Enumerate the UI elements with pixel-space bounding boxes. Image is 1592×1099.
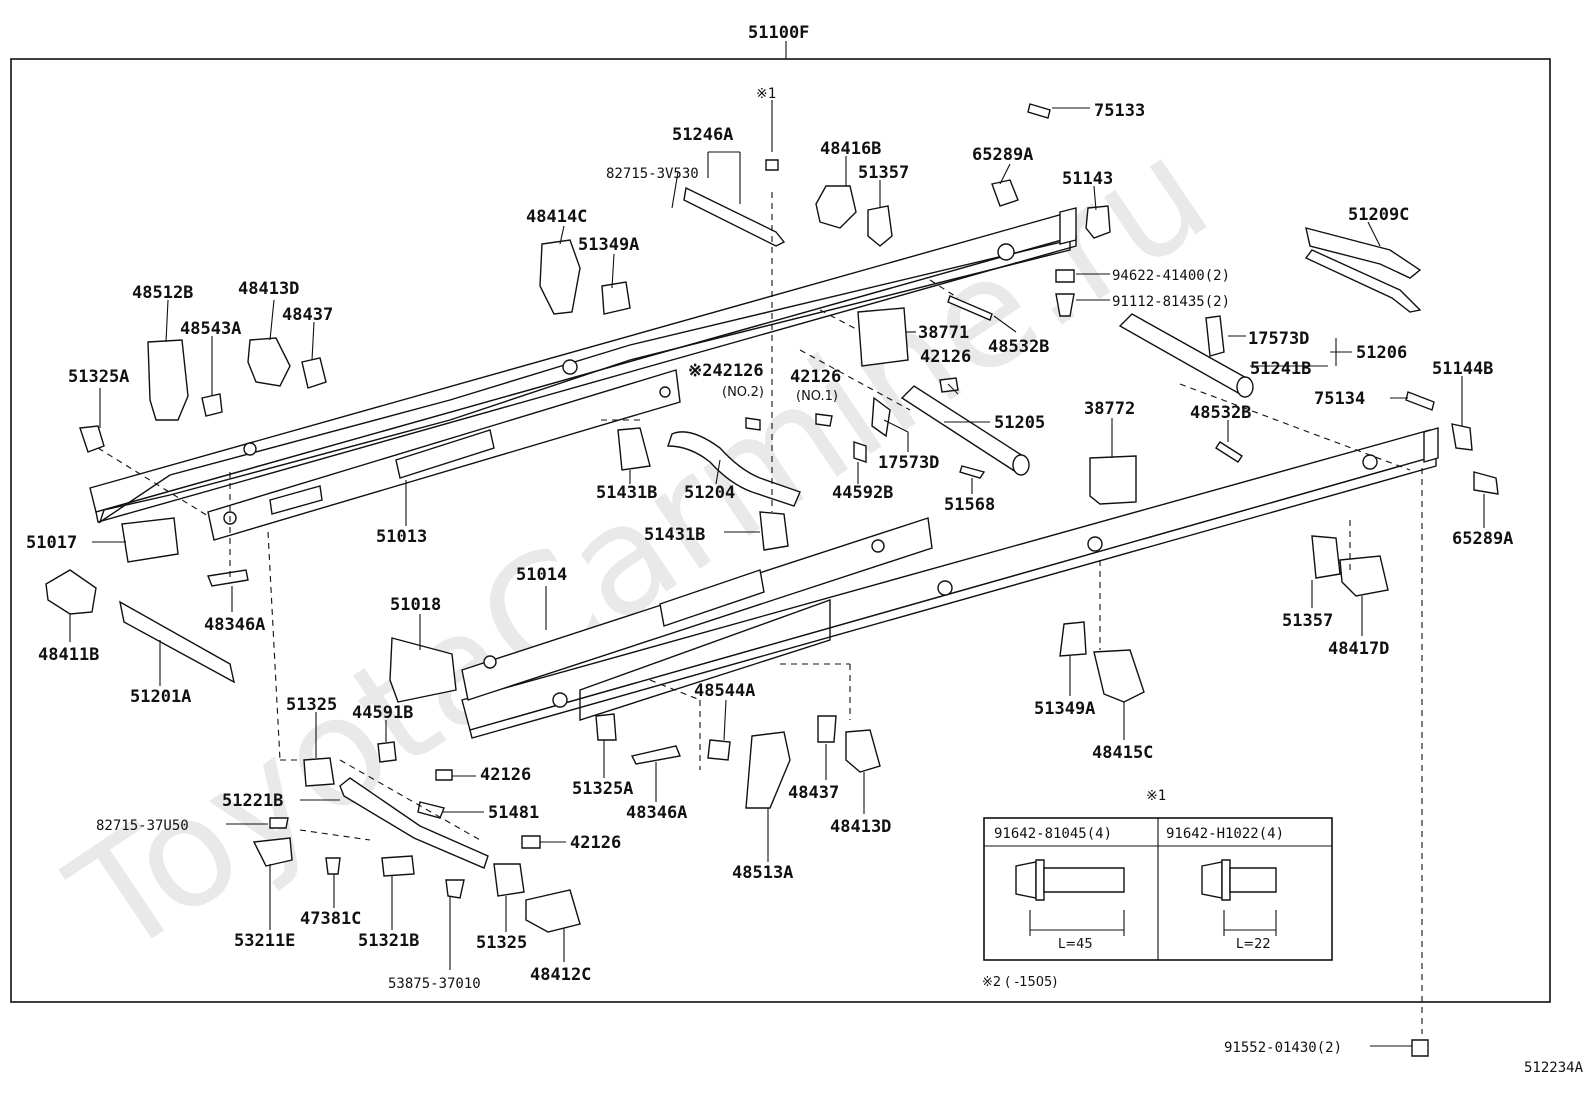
label-48437-lower: 48437 [788, 783, 839, 803]
bolt2-icon [1201, 861, 1223, 899]
tube-51221B [339, 777, 489, 869]
label-51325-upper: 51325 [286, 695, 337, 715]
footnote: ※2 ( -1505) [982, 975, 1057, 990]
label-51018: 51018 [390, 595, 441, 615]
label-51204: 51204 [684, 483, 735, 503]
label-44592B: 44592B [832, 483, 893, 503]
label-no1: (NO.1) [796, 389, 838, 404]
label-53875-37010: 53875-37010 [388, 976, 481, 992]
label-48512B: 48512B [132, 283, 193, 303]
tube-51204 [667, 431, 801, 507]
label-51205: 51205 [994, 413, 1045, 433]
bolt1-icon [1015, 861, 1037, 899]
label-91112-81435: 91112-81435(2) [1112, 294, 1230, 310]
label-51325A-lower: 51325A [572, 779, 633, 799]
label-51014: 51014 [516, 565, 567, 585]
label-48532B-top: 48532B [988, 337, 1049, 357]
label-48414C: 48414C [526, 207, 587, 227]
reinforcement-51014 [461, 517, 933, 701]
label-51221B: 51221B [222, 791, 283, 811]
label-51209C: 51209C [1348, 205, 1409, 225]
label-42126-lower2: 42126 [570, 833, 621, 853]
label-note1-top: ※1 [756, 86, 776, 102]
label-51357-top: 51357 [858, 163, 909, 183]
label-48346A-left: 48346A [204, 615, 265, 635]
label-51017: 51017 [26, 533, 77, 553]
label-44591B: 44591B [352, 703, 413, 723]
note-box-title: ※1 [1146, 788, 1166, 804]
label-42126-no2: ※242126 [688, 361, 764, 381]
label-51349A-right: 51349A [1034, 699, 1095, 719]
label-51357-right: 51357 [1282, 611, 1333, 631]
left-side-rail [89, 207, 1077, 524]
label-48437-top: 48437 [282, 305, 333, 325]
label-48346A-lower: 48346A [626, 803, 687, 823]
label-51201A: 51201A [130, 687, 191, 707]
note-box: ※1 91642-81045(4) 91642-H1022(4) L=45 L=… [982, 788, 1333, 990]
bolt2-label: 91642-H1022(4) [1166, 826, 1284, 842]
label-51568: 51568 [944, 495, 995, 515]
assembly-frame [10, 58, 1551, 1003]
label-51143: 51143 [1062, 169, 1113, 189]
label-75134: 75134 [1314, 389, 1365, 409]
label-48513A: 48513A [732, 863, 793, 883]
assembly-lines [97, 192, 1423, 1034]
label-51144B: 51144B [1432, 359, 1493, 379]
bolt1-label: 91642-81045(4) [994, 826, 1112, 842]
assembly-label: 51100F [748, 23, 809, 43]
label-42126-mid: 42126 [920, 347, 971, 367]
label-48543A: 48543A [180, 319, 241, 339]
label-48417D: 48417D [1328, 639, 1389, 659]
label-51481: 51481 [488, 803, 539, 823]
label-42126-lower1: 42126 [480, 765, 531, 785]
right-side-rail [461, 427, 1439, 739]
label-48413D-lower: 48413D [830, 817, 891, 837]
label-48416B: 48416B [820, 139, 881, 159]
label-47381C: 47381C [300, 909, 361, 929]
label-91552-01430: 91552-01430(2) [1224, 1040, 1342, 1056]
label-42126-no1: 42126 [790, 367, 841, 387]
label-38772: 38772 [1084, 399, 1135, 419]
label-51321B: 51321B [358, 931, 419, 951]
label-51325A-left: 51325A [68, 367, 129, 387]
label-51013: 51013 [376, 527, 427, 547]
label-48411B: 48411B [38, 645, 99, 665]
label-17573D-right: 17573D [1248, 329, 1309, 349]
label-48532B-right: 48532B [1190, 403, 1251, 423]
figure-id: 512234A [1524, 1060, 1584, 1076]
label-51349A-top: 51349A [578, 235, 639, 255]
reinforcement-51013 [207, 369, 681, 541]
label-51431B-upper: 51431B [596, 483, 657, 503]
label-17573D-mid: 17573D [878, 453, 939, 473]
label-38771: 38771 [918, 323, 969, 343]
label-48544A: 48544A [694, 681, 755, 701]
bolt1-length: L=45 [1058, 937, 1093, 952]
crossmember-51209C [1305, 227, 1422, 279]
label-94622-41400: 94622-41400(2) [1112, 268, 1230, 284]
label-48412C: 48412C [530, 965, 591, 985]
label-51246A: 51246A [672, 125, 733, 145]
label-82715-3V530: 82715-3V530 [606, 166, 699, 182]
label-65289A-top: 65289A [972, 145, 1033, 165]
label-51206: 51206 [1356, 343, 1407, 363]
label-51325-lower: 51325 [476, 933, 527, 953]
label-no2: (NO.2) [722, 385, 764, 400]
leader-lines [69, 100, 1485, 1047]
small-parts [45, 103, 1499, 1057]
label-75133: 75133 [1094, 101, 1145, 121]
label-51241B: 51241B [1250, 359, 1311, 379]
label-48413D-top: 48413D [238, 279, 299, 299]
label-65289A-right: 65289A [1452, 529, 1513, 549]
label-53211E: 53211E [234, 931, 295, 951]
label-48415C: 48415C [1092, 743, 1153, 763]
label-82715-37U50: 82715-37U50 [96, 818, 189, 834]
tube-51241B [1118, 313, 1252, 395]
label-51431B-lower: 51431B [644, 525, 705, 545]
bolt2-length: L=22 [1236, 937, 1271, 952]
